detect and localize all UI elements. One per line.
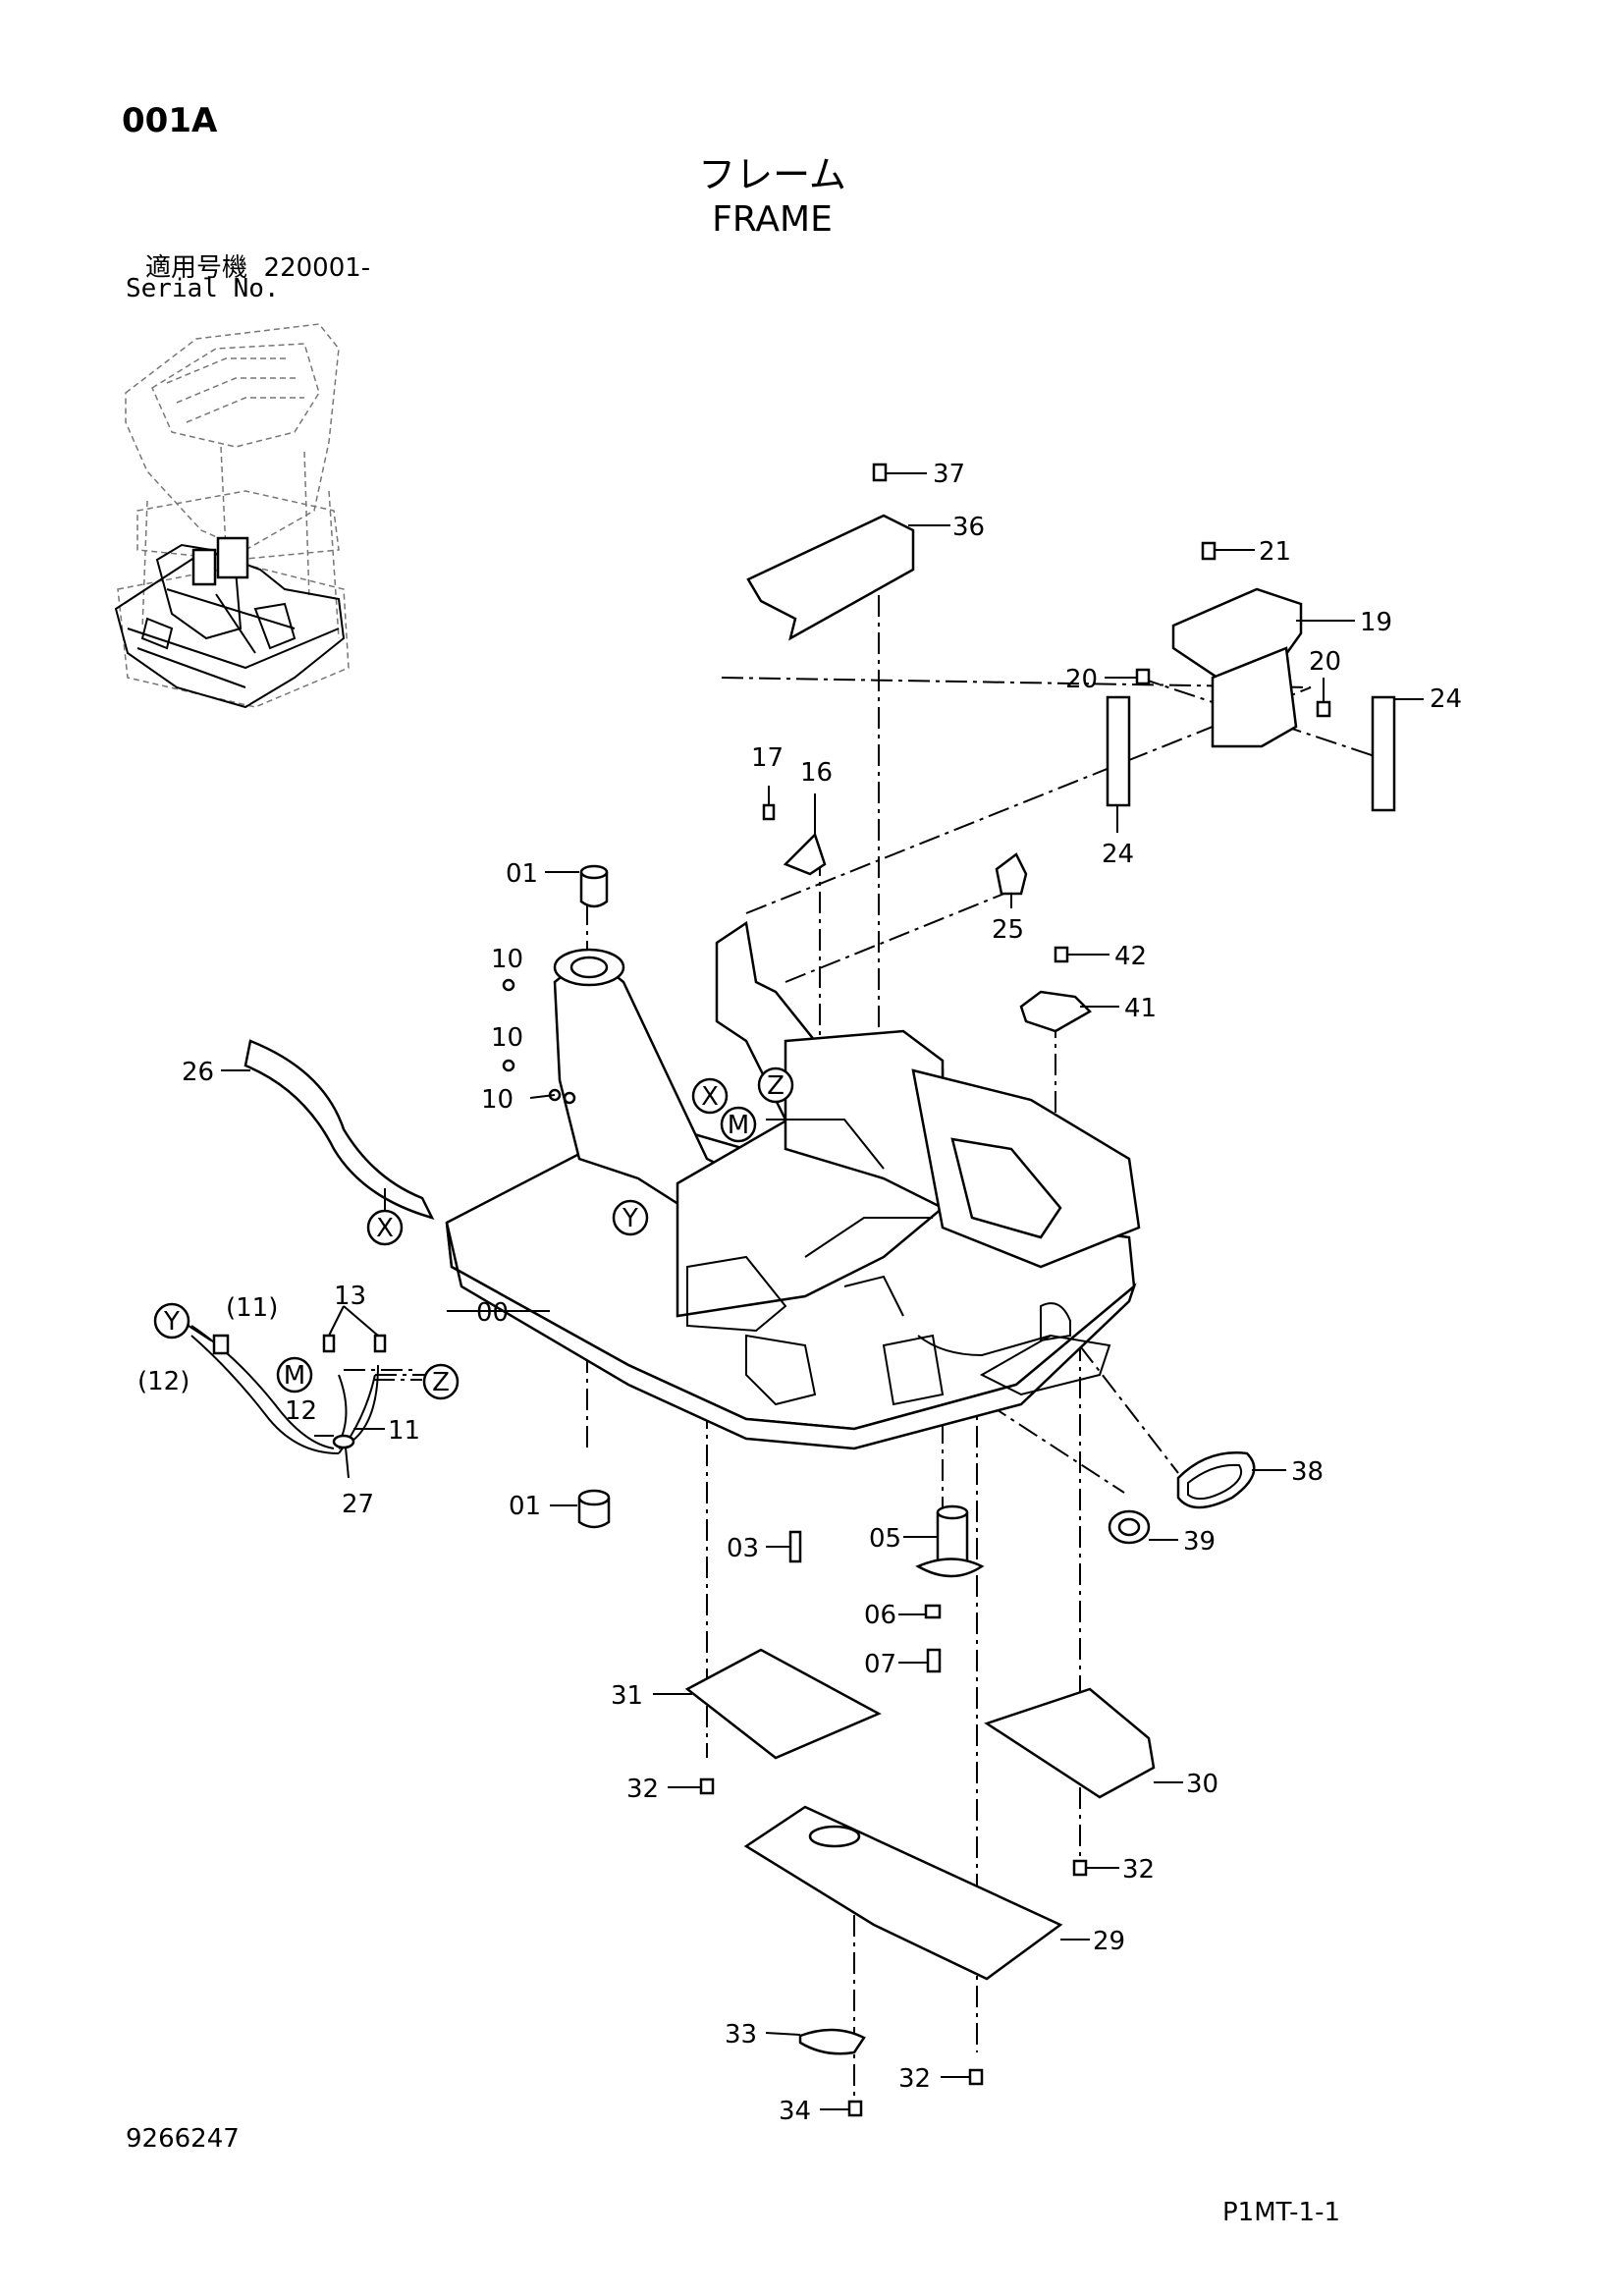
callout-12-paren: (12) bbox=[137, 1367, 189, 1396]
callout-25: 25 bbox=[992, 915, 1024, 945]
serial-value: 220001- bbox=[263, 253, 371, 283]
part-38-grommet bbox=[1176, 1451, 1286, 1509]
callout-39: 39 bbox=[1183, 1527, 1216, 1557]
callout-20a: 20 bbox=[1065, 665, 1098, 694]
callout-29: 29 bbox=[1093, 1927, 1125, 1956]
callout-20b: 20 bbox=[1309, 647, 1341, 677]
callout-41: 41 bbox=[1124, 994, 1157, 1023]
serial-label-jp: 適用号機 220001- bbox=[145, 247, 370, 284]
part-05-pin bbox=[903, 1504, 985, 1578]
part-36-cover bbox=[746, 514, 950, 641]
callout-34: 34 bbox=[779, 2097, 811, 2126]
callout-42: 42 bbox=[1114, 942, 1147, 971]
part-26-hose bbox=[221, 1039, 435, 1220]
overview-thumbnail bbox=[114, 323, 350, 709]
ref-x-1: X bbox=[701, 1082, 719, 1112]
ref-circles bbox=[153, 1066, 794, 1400]
callout-07: 07 bbox=[864, 1650, 896, 1679]
ref-m-1: M bbox=[728, 1111, 749, 1140]
page-reference: P1MT-1-1 bbox=[1222, 2198, 1340, 2227]
title-japanese: フレーム bbox=[698, 153, 846, 196]
callout-37: 37 bbox=[933, 460, 965, 489]
ref-y-1: Y bbox=[622, 1204, 638, 1233]
part-24-pads bbox=[1106, 695, 1424, 833]
callout-21: 21 bbox=[1259, 537, 1291, 567]
part-34-bolt bbox=[820, 2100, 863, 2117]
callout-19: 19 bbox=[1360, 608, 1392, 637]
part-06-07 bbox=[898, 1604, 942, 1673]
callout-30: 30 bbox=[1186, 1770, 1218, 1799]
callout-00: 00 bbox=[476, 1298, 509, 1328]
callout-10c: 10 bbox=[481, 1085, 514, 1115]
part-32-bolts bbox=[668, 1777, 1119, 2086]
callout-05: 05 bbox=[869, 1524, 901, 1554]
part-01-bushing-top bbox=[545, 864, 609, 908]
serial-label-jp-text: 適用号機 bbox=[145, 253, 248, 283]
ref-x-2: X bbox=[376, 1214, 394, 1243]
part-42-41 bbox=[1019, 946, 1119, 1033]
part-03-bolt bbox=[766, 1530, 802, 1563]
callout-13: 13 bbox=[334, 1282, 366, 1311]
callout-24a: 24 bbox=[1430, 684, 1462, 714]
part-01-bushing-bottom bbox=[550, 1489, 611, 1529]
callout-01a: 01 bbox=[506, 859, 538, 889]
part-30-plate bbox=[984, 1687, 1183, 1799]
callout-11-paren: (11) bbox=[226, 1293, 278, 1323]
callout-06: 06 bbox=[864, 1601, 896, 1630]
callout-27: 27 bbox=[342, 1490, 374, 1519]
part-37-bolt bbox=[872, 463, 927, 482]
callout-03: 03 bbox=[727, 1534, 759, 1563]
part-10-screws bbox=[502, 978, 576, 1105]
part-39-grommet bbox=[1108, 1509, 1178, 1545]
part-17-16 bbox=[762, 786, 827, 876]
ref-z-2: Z bbox=[432, 1368, 450, 1397]
part-29-undercover bbox=[743, 1805, 1090, 1981]
doc-number: 9266247 bbox=[126, 2124, 240, 2154]
callout-10b: 10 bbox=[491, 1023, 523, 1053]
ref-z-1: Z bbox=[767, 1071, 784, 1101]
part-21-bolt bbox=[1201, 541, 1255, 561]
callout-01b: 01 bbox=[509, 1492, 541, 1521]
callout-38: 38 bbox=[1291, 1457, 1324, 1487]
callout-16: 16 bbox=[800, 758, 833, 788]
callout-33: 33 bbox=[725, 2020, 757, 2050]
part-31-plate bbox=[653, 1648, 882, 1760]
callout-11: 11 bbox=[388, 1416, 420, 1446]
part-harness bbox=[190, 1305, 387, 1479]
callout-17: 17 bbox=[751, 743, 784, 773]
callout-32b: 32 bbox=[1122, 1855, 1155, 1885]
serial-label-en: Serial No. bbox=[126, 274, 280, 303]
page-code: 001A bbox=[122, 101, 218, 140]
part-20-nuts bbox=[1105, 668, 1331, 718]
title-english: FRAME bbox=[712, 199, 833, 240]
callout-24b: 24 bbox=[1102, 840, 1134, 869]
callout-36: 36 bbox=[952, 513, 985, 542]
callout-10a: 10 bbox=[491, 945, 523, 974]
ref-y-2: Y bbox=[163, 1307, 180, 1337]
part-19-bracket bbox=[1171, 587, 1355, 748]
part-25-plate bbox=[995, 852, 1028, 908]
callout-32c: 32 bbox=[898, 2064, 931, 2094]
callout-31: 31 bbox=[611, 1681, 643, 1711]
callout-12: 12 bbox=[285, 1396, 317, 1426]
part-33-cap bbox=[765, 2028, 866, 2055]
callout-32a: 32 bbox=[626, 1775, 659, 1804]
ref-m-2: M bbox=[284, 1361, 305, 1391]
callout-26: 26 bbox=[182, 1058, 214, 1087]
